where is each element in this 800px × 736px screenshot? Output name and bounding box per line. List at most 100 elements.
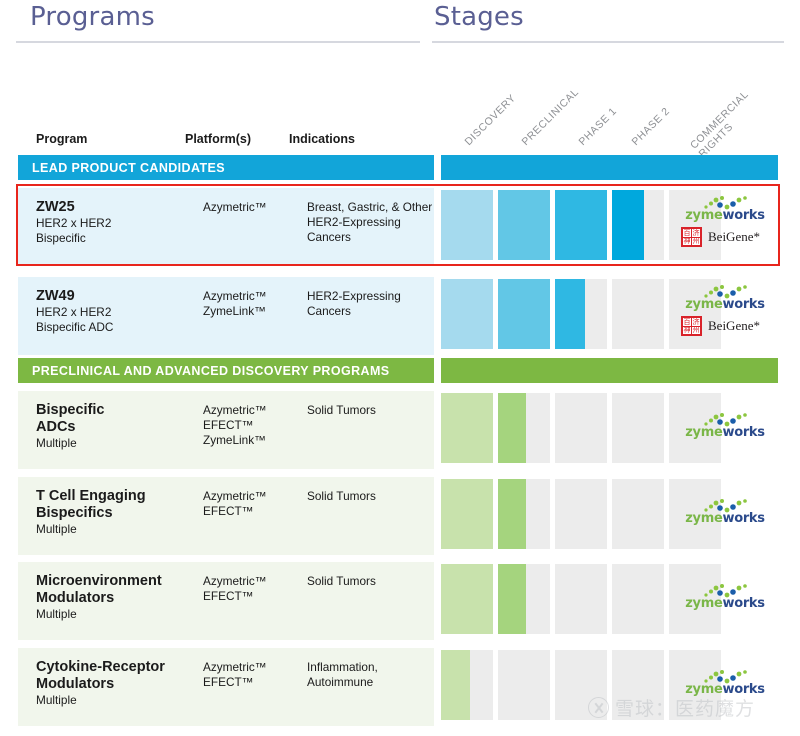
- stage-label-line1: PHASE 2: [629, 105, 673, 148]
- zymeworks-wordmark: zymeworks: [681, 597, 769, 611]
- stage-label-line1: PRECLINICAL: [519, 86, 582, 148]
- zymeworks-logo: zymeworks: [681, 196, 769, 226]
- zymeworks-dots-icon: [703, 413, 749, 427]
- stage-fill-1: [441, 564, 493, 634]
- program-indication: Solid Tumors: [307, 403, 376, 418]
- beigene-wordmark: BeiGene*: [708, 229, 760, 244]
- stage-track-2: [498, 279, 550, 349]
- text-line: Multiple: [36, 607, 77, 621]
- stage-track-2: [498, 393, 550, 463]
- zymeworks-wordmark: zymeworks: [681, 683, 769, 697]
- text-line: Autoimmune: [307, 675, 374, 689]
- stage-bars-row: [441, 562, 778, 640]
- section-header-bar-right-lead: [441, 155, 778, 180]
- stage-track-4: [612, 393, 664, 463]
- stage-bars-row: [441, 188, 778, 266]
- zymeworks-wordmark-part2: works: [722, 425, 765, 440]
- stage-label-phase-1: PHASE 1: [577, 105, 620, 148]
- partner-logos: zymeworks: [681, 584, 769, 614]
- stage-track-5: [669, 650, 721, 720]
- stage-label-line1: PHASE 1: [576, 105, 620, 148]
- zymeworks-wordmark-part1: zyme: [685, 682, 723, 697]
- zymeworks-wordmark-part1: zyme: [685, 511, 723, 526]
- program-subtitle: Multiple: [36, 436, 434, 451]
- beigene-seal-char: 百: [683, 318, 691, 326]
- text-line: Bispecific: [36, 402, 105, 418]
- stage-fill-2: [498, 190, 550, 260]
- text-line: Breast, Gastric, & Other: [307, 200, 433, 214]
- watermark-logo-icon: [588, 697, 609, 718]
- zymeworks-wordmark-part1: zyme: [685, 297, 723, 312]
- zymeworks-wordmark-part2: works: [722, 297, 765, 312]
- beigene-seal-char: 州: [692, 237, 700, 245]
- section-header-bar-right-preclinical: [441, 358, 778, 383]
- stage-fill-1: [441, 279, 493, 349]
- program-indication: Solid Tumors: [307, 489, 376, 504]
- stage-track-3: [555, 393, 607, 463]
- stage-track-4: [612, 564, 664, 634]
- text-line: ADCs: [36, 419, 76, 435]
- stage-label-discovery: DISCOVERY: [463, 92, 519, 148]
- text-line: EFECT™: [203, 589, 254, 603]
- beigene-seal-char: 神: [683, 326, 691, 334]
- stage-track-1: [441, 564, 493, 634]
- zymeworks-wordmark-part1: zyme: [685, 208, 723, 223]
- stage-track-3: [555, 190, 607, 260]
- stages-title: Stages: [434, 2, 524, 32]
- section-header-lead: LEAD PRODUCT CANDIDATES: [18, 155, 434, 180]
- text-line: Modulators: [36, 590, 115, 606]
- program-name: ZW49: [36, 288, 434, 305]
- text-line: T Cell Engaging: [36, 488, 146, 504]
- zymeworks-wordmark: zymeworks: [681, 512, 769, 526]
- text-line: EFECT™: [203, 675, 254, 689]
- watermark-text: 雪球：医药魔方: [615, 698, 756, 720]
- stage-track-3: [555, 279, 607, 349]
- text-line: Azymetric™: [203, 574, 267, 588]
- text-line: Bispecific ADC: [36, 320, 114, 334]
- title-divider-right: [432, 41, 784, 43]
- zymeworks-wordmark: zymeworks: [681, 426, 769, 440]
- zymeworks-wordmark-part1: zyme: [685, 596, 723, 611]
- stage-track-5: [669, 479, 721, 549]
- text-line: Azymetric™: [203, 200, 267, 214]
- text-line: Modulators: [36, 676, 115, 692]
- text-line: Solid Tumors: [307, 574, 376, 588]
- stage-bars-row: [441, 477, 778, 555]
- text-line: Cancers: [307, 304, 351, 318]
- text-line: ZymeLink™: [203, 433, 266, 447]
- program-subtitle: Multiple: [36, 693, 434, 708]
- text-line: EFECT™: [203, 504, 254, 518]
- section-header-label: LEAD PRODUCT CANDIDATES: [32, 160, 225, 175]
- stage-fill-1: [441, 650, 470, 720]
- title-band: Programs Stages: [0, 0, 800, 44]
- program-indication: Solid Tumors: [307, 574, 376, 589]
- program-name: ZW25: [36, 199, 434, 216]
- zymeworks-wordmark-part2: works: [722, 208, 765, 223]
- stage-label-phase-2: PHASE 2: [630, 105, 673, 148]
- beigene-seal-char: 神: [683, 237, 691, 245]
- stage-track-2: [498, 650, 550, 720]
- program-indication: Inflammation,Autoimmune: [307, 660, 378, 690]
- stage-track-5: [669, 393, 721, 463]
- text-line: Multiple: [36, 436, 77, 450]
- title-divider-left: [16, 41, 420, 43]
- stage-track-1: [441, 190, 493, 260]
- stage-bars-row: [441, 648, 778, 726]
- section-header-preclinical: PRECLINICAL AND ADVANCED DISCOVERY PROGR…: [18, 358, 434, 383]
- text-line: Multiple: [36, 693, 77, 707]
- zymeworks-logo: zymeworks: [681, 670, 769, 700]
